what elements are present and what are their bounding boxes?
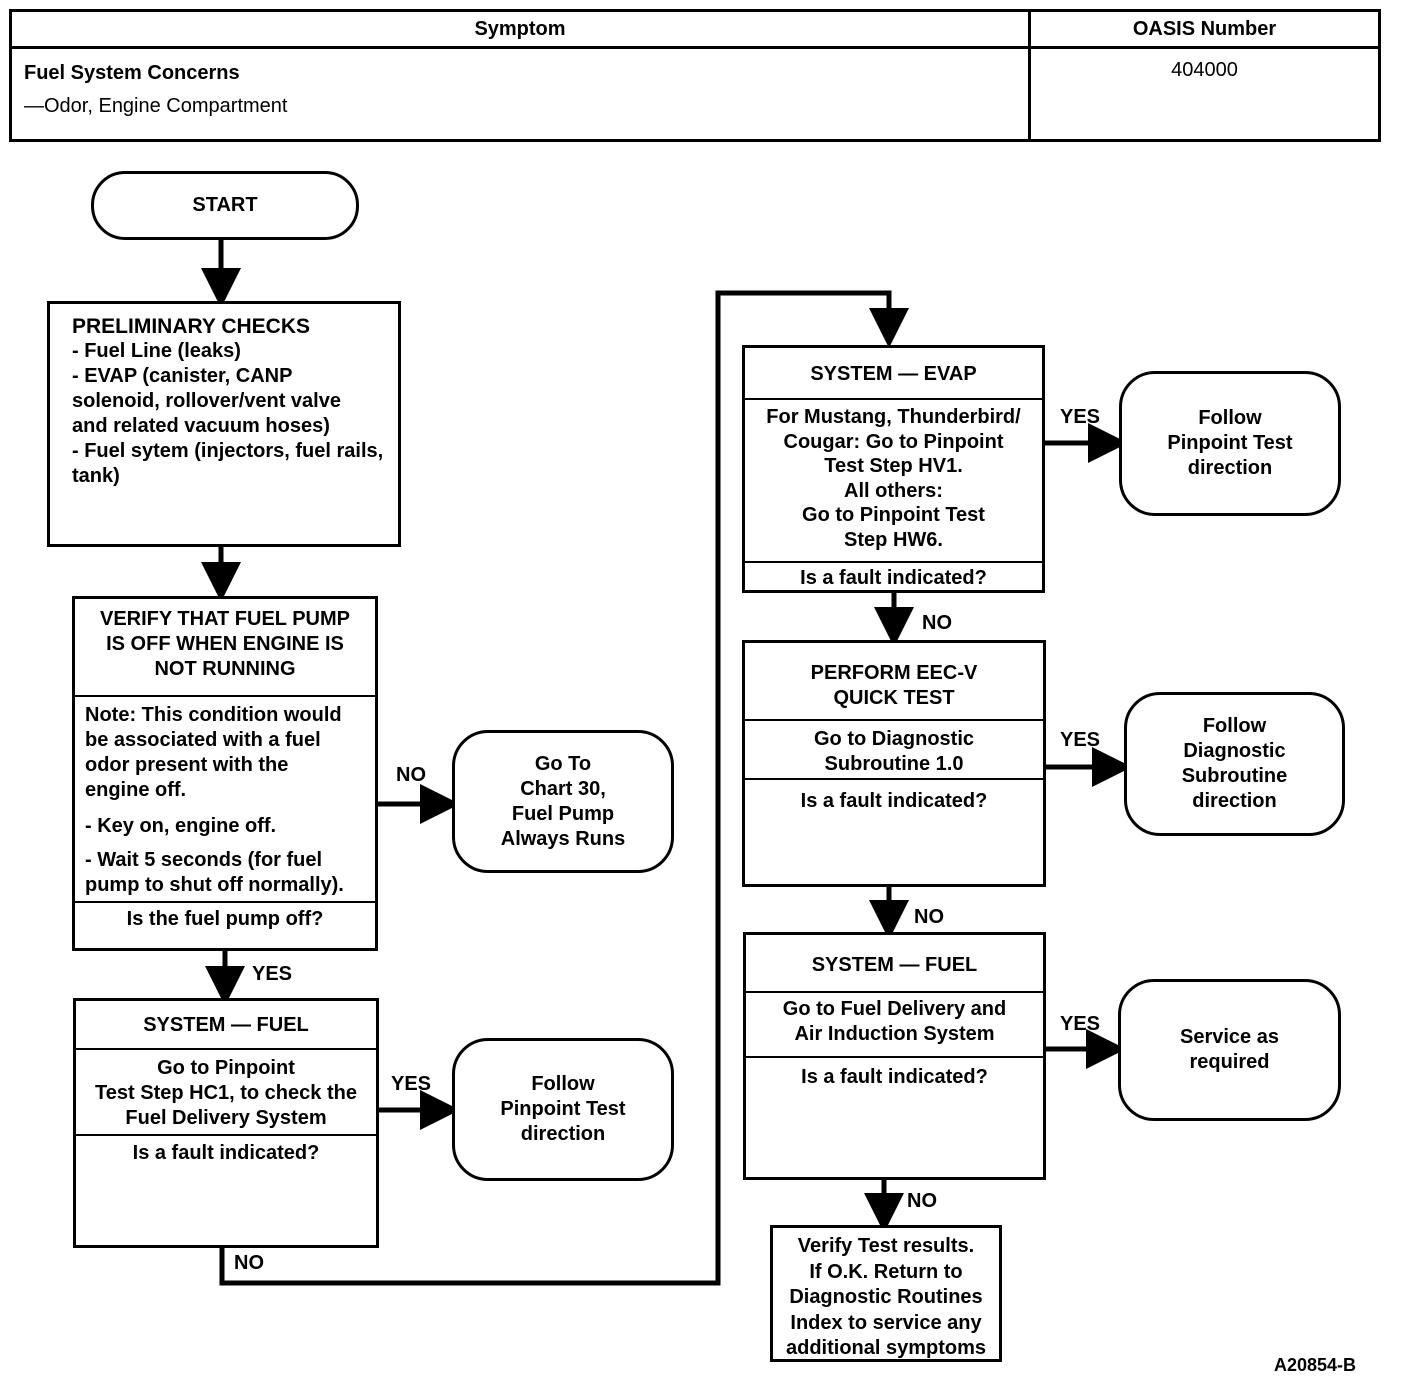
system-fuel-right-body: Go to Fuel Delivery and Air Induction Sy… (782, 998, 1007, 1045)
system-fuel-left-question: Is a fault indicated? (132, 1142, 320, 1164)
verify-pump-box: VERIFY THAT FUEL PUMP IS OFF WHEN ENGINE… (72, 596, 378, 951)
follow-pinpoint-left-box: Follow Pinpoint Test direction (452, 1038, 674, 1181)
symptom-line2: —Odor, Engine Compartment (24, 95, 288, 117)
label-yes-eec: YES (1060, 729, 1101, 751)
symptom-line1: Fuel System Concerns (24, 62, 240, 84)
divider (746, 1056, 1043, 1058)
divider (75, 695, 375, 697)
preliminary-item-evap: - EVAP (canister, CANP solenoid, rollove… (72, 365, 341, 437)
figure-id: A20854-B (1274, 1355, 1357, 1375)
preliminary-checks-box: PRELIMINARY CHECKS - Fuel Line (leaks) -… (47, 301, 401, 547)
system-fuel-right-question: Is a fault indicated? (801, 1066, 988, 1088)
eec-question: Is a fault indicated? (800, 790, 988, 812)
divider (745, 778, 1043, 780)
eec-quick-test-box: PERFORM EEC-V QUICK TEST Go to Diagnosti… (742, 640, 1046, 887)
system-evap-question: Is a fault indicated? (800, 567, 987, 589)
system-fuel-left-body: Go to Pinpoint Test Step HC1, to check t… (95, 1057, 357, 1129)
system-fuel-right-box: SYSTEM — FUEL Go to Fuel Delivery and Ai… (743, 932, 1046, 1180)
start-terminal: START (91, 171, 359, 240)
label-no-verify: NO (396, 764, 426, 786)
divider (745, 398, 1042, 400)
goto-chart30-box: Go To Chart 30, Fuel Pump Always Runs (452, 730, 674, 873)
eec-title: PERFORM EEC-V QUICK TEST (810, 662, 978, 709)
symptom-header: Symptom (9, 9, 1031, 49)
symptom-table: Symptom OASIS Number Fuel System Concern… (9, 9, 1381, 142)
label-no-fuel-right: NO (907, 1190, 937, 1212)
follow-diagnostic-box: Follow Diagnostic Subroutine direction (1124, 692, 1345, 836)
system-fuel-right-title: SYSTEM — FUEL (811, 954, 978, 976)
label-no-evap: NO (922, 612, 952, 634)
arrow-fuel-evap (219, 290, 909, 1286)
verify-pump-question: Is the fuel pump off? (126, 908, 324, 930)
oasis-header: OASIS Number (1028, 9, 1381, 49)
label-no-fuel-left: NO (234, 1252, 264, 1274)
preliminary-title: PRELIMINARY CHECKS (72, 315, 311, 338)
label-yes-fuel-right: YES (1060, 1013, 1101, 1035)
verify-pump-note: Note: This condition would be associated… (85, 704, 342, 801)
divider (76, 1048, 376, 1050)
eec-body: Go to Diagnostic Subroutine 1.0 (814, 728, 974, 775)
label-no-eec: NO (914, 906, 944, 928)
symptom-cell: Fuel System Concerns —Odor, Engine Compa… (9, 46, 1031, 142)
system-evap-body: For Mustang, Thunderbird/ Cougar: Go to … (766, 406, 1021, 551)
system-evap-title: SYSTEM — EVAP (810, 363, 977, 385)
system-evap-box: SYSTEM — EVAP For Mustang, Thunderbird/ … (742, 345, 1045, 593)
follow-pinpoint-right-box: Follow Pinpoint Test direction (1119, 371, 1341, 516)
divider (76, 1134, 376, 1136)
divider (745, 719, 1043, 721)
divider (746, 991, 1043, 993)
divider (745, 561, 1042, 563)
label-yes-evap: YES (1060, 406, 1101, 428)
verify-pump-title: VERIFY THAT FUEL PUMP IS OFF WHEN ENGINE… (99, 608, 351, 680)
system-fuel-left-title: SYSTEM — FUEL (143, 1014, 309, 1036)
system-fuel-left-box: SYSTEM — FUEL Go to Pinpoint Test Step H… (73, 998, 379, 1248)
label-yes-verify: YES (252, 963, 293, 985)
verify-results-box: Verify Test results. If O.K. Return to D… (770, 1225, 1002, 1362)
label-yes-fuel-left: YES (391, 1073, 432, 1095)
preliminary-item-fuel-system: - Fuel sytem (injectors, fuel rails, tan… (72, 440, 384, 487)
service-required-box: Service as required (1118, 979, 1341, 1121)
verify-pump-step2: - Wait 5 seconds (for fuel pump to shut … (85, 849, 344, 896)
preliminary-item-fuel-line: - Fuel Line (leaks) (72, 340, 241, 362)
oasis-number: 404000 (1028, 46, 1381, 142)
divider (75, 901, 375, 903)
verify-pump-step1: - Key on, engine off. (85, 815, 277, 837)
